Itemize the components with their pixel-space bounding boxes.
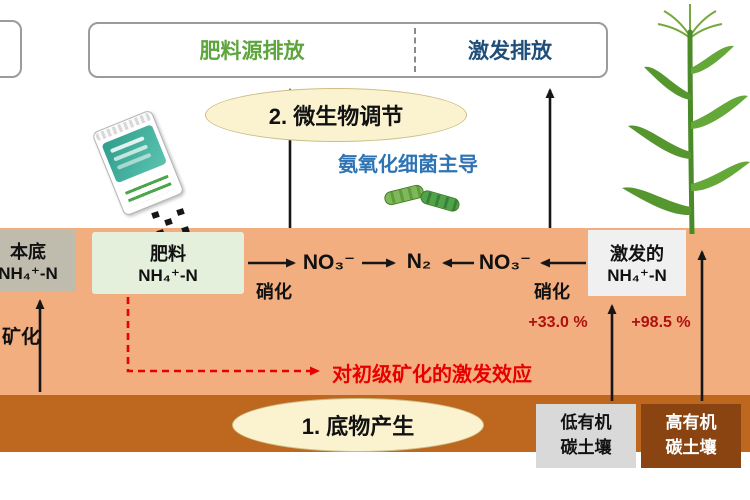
priming-effect-label: 对初级矿化的激发效应 <box>332 364 532 386</box>
priming-emission-label: 激发排放 <box>468 40 552 63</box>
no3-left-label: NO₃⁻ <box>302 251 356 274</box>
n2-label: N₂ <box>406 250 432 273</box>
soil-label: 高有机 <box>665 413 717 433</box>
high-organic-carbon-soil-box: 高有机 碳土壤 <box>641 404 741 468</box>
corn-stalk <box>687 29 695 234</box>
soil-label: 碳土壤 <box>665 438 717 457</box>
no3-right-label: NO₃⁻ <box>478 251 532 274</box>
primed-nh4-pool: 激发的 NH₄⁺-N <box>588 230 686 296</box>
pool-formula: NH₄⁺-N <box>607 266 667 285</box>
arrow-priming-effect-dashed <box>126 297 320 376</box>
step2-microbial-regulation: 2. 微生物调节 <box>205 88 467 142</box>
pool-label: 本底 <box>10 242 46 262</box>
nitrification-right-label: 硝化 <box>534 282 570 302</box>
soil-label: 碳土壤 <box>560 438 612 457</box>
pool-label: 激发的 <box>610 244 664 264</box>
step2-label: 2. 微生物调节 <box>268 104 404 129</box>
step1-label: 1. 底物产生 <box>301 414 415 439</box>
pool-formula: NH₄⁺-N <box>0 264 58 283</box>
low-organic-carbon-soil-box: 低有机 碳土壤 <box>536 404 636 468</box>
soil-label: 低有机 <box>560 413 612 433</box>
corn-plant-icon <box>622 4 750 234</box>
background-nh4-pool: 本底 NH₄⁺-N <box>0 230 76 292</box>
mineralization-label: 矿化 <box>2 327 41 348</box>
nitrification-left-label: 硝化 <box>256 282 292 302</box>
panel-divider <box>414 28 416 72</box>
emission-panel: 肥料源排放 激发排放 <box>88 22 608 78</box>
pct-high-label: +98.5 % <box>631 314 691 331</box>
pct-low-label: +33.0 % <box>528 314 588 331</box>
corn-leaves <box>622 45 750 216</box>
fertilizer-emission-label: 肥料源排放 <box>199 40 305 63</box>
fertilizer-nh4-pool: 肥料 NH₄⁺-N <box>92 232 244 294</box>
ammonia-oxidizing-bacteria-label: 氨氧化细菌主导 <box>338 154 478 176</box>
pool-formula: NH₄⁺-N <box>138 266 198 285</box>
pool-label: 肥料 <box>150 244 186 264</box>
legend-box-partial <box>0 20 22 78</box>
step1-substrate-production: 1. 底物产生 <box>232 398 484 452</box>
